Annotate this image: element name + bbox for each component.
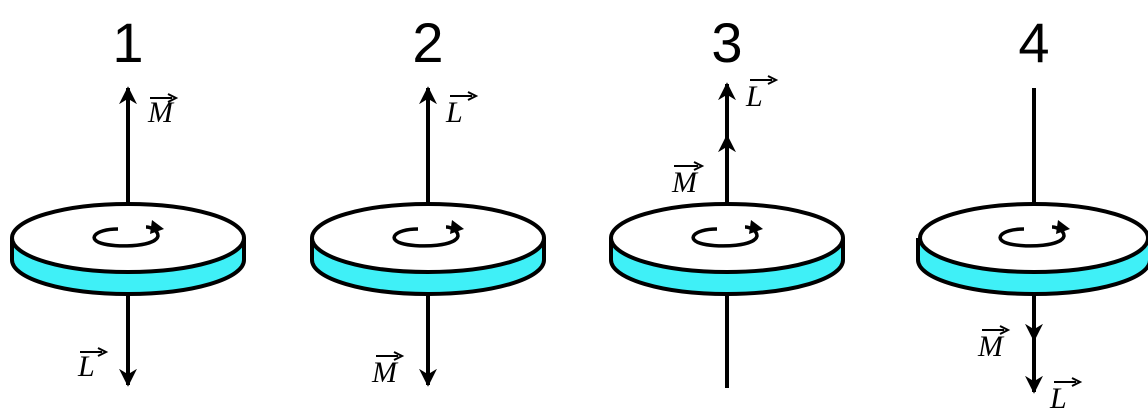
panel-3: 3 M L — [609, 11, 845, 388]
panel-number: 3 — [711, 11, 742, 74]
svg-text:M: M — [671, 166, 699, 199]
disk — [609, 202, 845, 296]
svg-text:M: M — [977, 330, 1005, 363]
panel-4: 4 M L — [916, 11, 1148, 412]
panel-number: 1 — [112, 11, 143, 74]
panel-number: 4 — [1018, 11, 1049, 74]
svg-text:L: L — [745, 80, 763, 113]
vector-label: L — [1049, 377, 1083, 412]
vector-label: M — [371, 351, 405, 389]
svg-text:L: L — [77, 350, 95, 383]
vector-label: M — [977, 325, 1011, 363]
disk — [10, 202, 246, 296]
vector-label: L — [445, 91, 479, 129]
panel-1: 1 M L — [10, 11, 246, 387]
vector-label: L — [745, 75, 779, 113]
disk — [310, 202, 546, 296]
svg-text:L: L — [445, 96, 463, 129]
vector-label: M — [147, 93, 179, 129]
vector-label: L — [77, 347, 109, 383]
disk — [916, 202, 1148, 296]
vector-label: M — [671, 161, 705, 199]
panel-number: 2 — [412, 11, 443, 74]
panel-2: 2 L M — [310, 11, 546, 389]
svg-text:L: L — [1049, 382, 1067, 412]
svg-text:M: M — [371, 356, 399, 389]
